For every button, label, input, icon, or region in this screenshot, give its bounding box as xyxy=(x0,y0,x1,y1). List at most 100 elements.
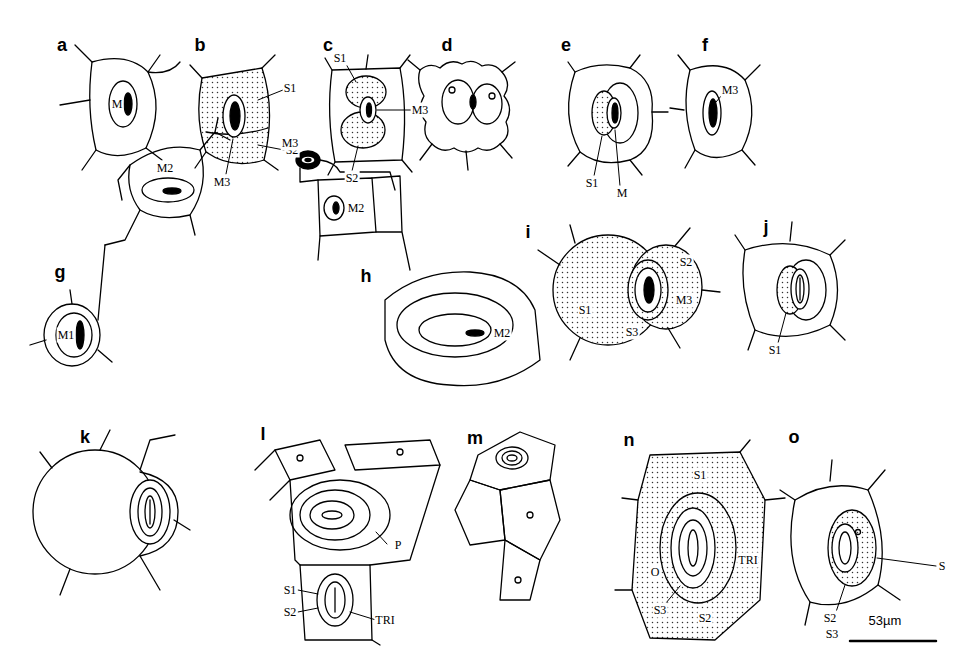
cell-outline xyxy=(300,565,372,640)
part-label: P xyxy=(394,538,403,553)
cell-outline xyxy=(30,45,936,645)
cell-outline xyxy=(778,313,786,343)
cell-outline xyxy=(828,510,876,586)
cell-outline xyxy=(190,55,278,170)
panel-letter: j xyxy=(763,217,768,238)
part-label: M3 xyxy=(675,293,694,308)
cell-outline xyxy=(688,530,698,566)
cell-outline xyxy=(305,159,311,162)
cell-outline xyxy=(496,447,528,469)
cell-outline xyxy=(325,55,412,175)
cell-outline xyxy=(301,156,315,164)
cell-outline xyxy=(40,430,190,595)
part-label: S2 xyxy=(283,605,298,620)
cell-outline xyxy=(686,66,752,158)
scale-label: 53µm xyxy=(869,613,902,628)
part-label: M3 xyxy=(721,83,740,98)
cell-outline xyxy=(791,269,809,309)
cell-outline xyxy=(538,225,720,360)
panel-letter: o xyxy=(789,427,800,448)
cell-outline xyxy=(275,440,335,480)
cell-outline xyxy=(666,586,680,603)
cell-outline xyxy=(199,68,270,164)
part-label: S3 xyxy=(653,603,668,618)
panel-letter: c xyxy=(323,35,333,56)
cell-outline xyxy=(799,278,800,300)
cell-outline xyxy=(322,511,342,519)
panel-n-drawing xyxy=(615,440,785,640)
panel-letter: n xyxy=(624,430,635,451)
panel-letter: d xyxy=(442,35,453,56)
part-label: S2 xyxy=(823,611,838,626)
panel-h-drawing xyxy=(296,151,540,386)
cell-outline xyxy=(470,95,476,109)
part-label: M3 xyxy=(411,103,430,118)
cell-outline xyxy=(60,45,180,170)
cell-outline xyxy=(163,188,181,194)
cell-outline xyxy=(345,440,440,470)
part-label: M3 xyxy=(213,175,232,190)
cell-outline xyxy=(296,151,320,169)
cell-outline xyxy=(515,577,521,583)
panel-letter: b xyxy=(195,35,206,56)
cell-outline xyxy=(832,524,858,572)
part-label: M2 xyxy=(347,201,366,216)
part-label: S1 xyxy=(283,81,298,96)
cell-outline xyxy=(90,59,156,156)
cell-outline xyxy=(607,98,621,128)
cell-outline xyxy=(703,91,721,135)
part-label: S1 xyxy=(768,343,783,358)
cell-outline xyxy=(334,588,335,612)
part-label: S1 xyxy=(283,583,298,598)
panel-letter: g xyxy=(55,262,66,283)
panel-m-drawing xyxy=(455,432,560,600)
cell-outline xyxy=(466,330,484,336)
cell-outline xyxy=(130,480,170,544)
panel-letter: a xyxy=(57,35,67,56)
cell-outline xyxy=(569,65,653,163)
scale-bar xyxy=(850,640,936,643)
cell-outline xyxy=(635,268,661,312)
cell-outline xyxy=(791,486,882,605)
cell-outline xyxy=(796,275,804,303)
cell-outline xyxy=(612,103,618,123)
cell-outline xyxy=(318,178,376,236)
panel-i-drawing xyxy=(538,225,720,360)
panel-o-drawing xyxy=(780,460,936,625)
cell-outline xyxy=(298,532,387,620)
part-label: S2 xyxy=(679,255,694,270)
cell-outline xyxy=(670,55,760,168)
panel-letter: f xyxy=(702,35,708,56)
cell-outline xyxy=(397,293,513,357)
cell-outline xyxy=(500,540,540,600)
panel-letter: l xyxy=(260,424,265,445)
cell-outline xyxy=(255,450,440,645)
panel-g-drawing xyxy=(30,118,230,366)
panel-c-drawing xyxy=(325,55,412,175)
cell-outline xyxy=(149,500,150,524)
cell-outline xyxy=(138,488,162,536)
cell-outline xyxy=(30,245,112,362)
cell-outline xyxy=(325,582,345,618)
cell-outline xyxy=(297,455,303,461)
cell-outline xyxy=(223,95,245,137)
cell-outline xyxy=(442,80,474,124)
cell-outline xyxy=(856,530,861,535)
cell-outline xyxy=(324,196,344,220)
cell-outline xyxy=(300,490,370,540)
cell-outline xyxy=(568,55,668,175)
cell-outline xyxy=(330,68,405,162)
cell-outline xyxy=(839,532,851,564)
cell-outline xyxy=(397,449,403,455)
part-label: TRI xyxy=(737,553,758,568)
cell-outline xyxy=(644,277,654,303)
cell-outline xyxy=(124,93,132,115)
panel-j-drawing xyxy=(735,222,845,350)
cell-outline xyxy=(145,496,155,528)
part-label: TRI xyxy=(374,613,395,628)
cell-outline xyxy=(105,118,230,245)
cell-outline xyxy=(76,321,84,349)
panel-letter: h xyxy=(361,266,372,287)
